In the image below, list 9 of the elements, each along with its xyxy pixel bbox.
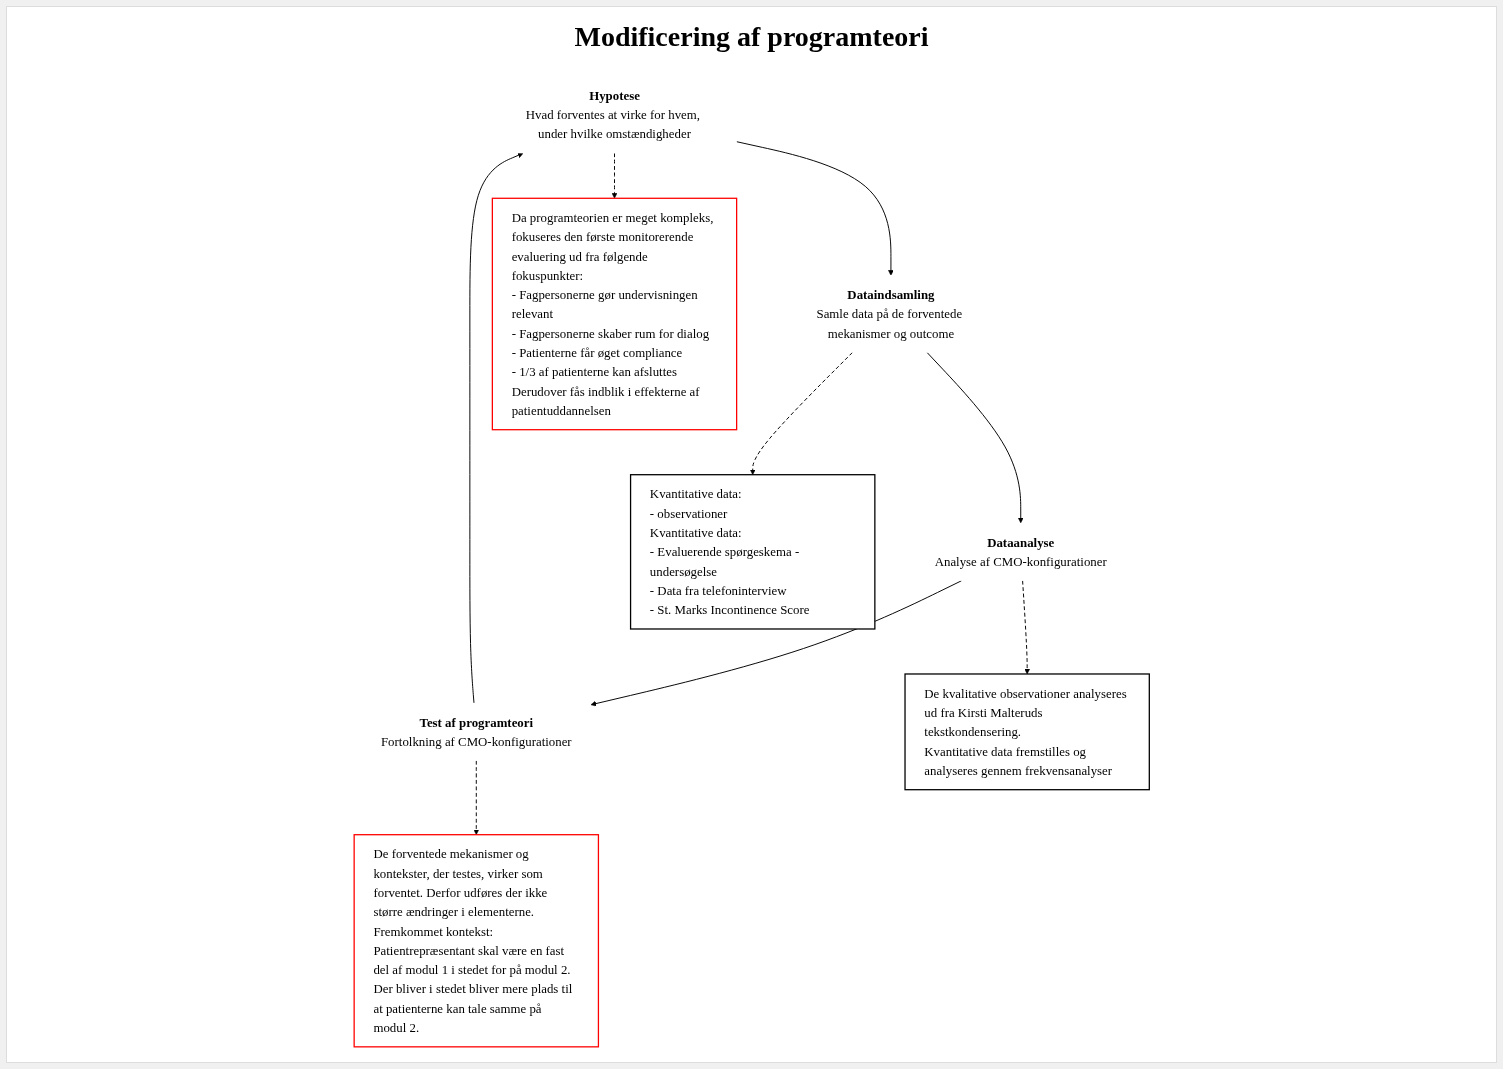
node-text: Dataanalyse Analyse af CMO-konfigurationer bbox=[934, 535, 1107, 569]
node-box: Da programteorien er meget kompleks, fokuseres den første monitorerende evaluering ud fra følgende fokuspunkter: - Fagpersonerne gør undervisningen relevant - Fagpersonerne skaber rum for dialog - Patienterne får øget compliance - 1/3 af patienterne kan afsluttes Derudover fås indblik i effekterne af patientuddannelsen bbox=[491, 197, 738, 431]
node-box: De kvalitative observationer analyseres ud fra Kirsti Malteruds tekstkondensering. Kvantitative data fremstilles og analyseres gennem frekvensanalyser bbox=[904, 673, 1150, 791]
node-box: Kvantitative data: - observationer Kvantitative data: - Evaluerende spørgeskema - undersøgelse - Data fra telefoninterview - St. Marks Incontinence Score bbox=[629, 474, 876, 630]
node-text: Dataindsamling Samle data på de forventede mekanismer og outcome bbox=[816, 287, 962, 341]
node-text: Test af programteori Fortolkning af CMO-konfigurationer bbox=[380, 715, 572, 749]
node-box: De forventede mekanismer og kontekster, der testes, virker som forventet. Derfor udføres der ikke større ændringer i elementerne. Fremkommet kontekst: Patientrepræsentant skal være en fast del af modul 1 i stedet for på modul 2. Der bliver i stedet bliver mere plads til at patienterne kan tale samme på modul 2. bbox=[353, 834, 599, 1048]
diagram-title: Modificering af programteori bbox=[574, 21, 929, 53]
node-text: Hypotese Hvad forventes at virke for hvem, under hvilke omstændigheder bbox=[525, 88, 700, 142]
